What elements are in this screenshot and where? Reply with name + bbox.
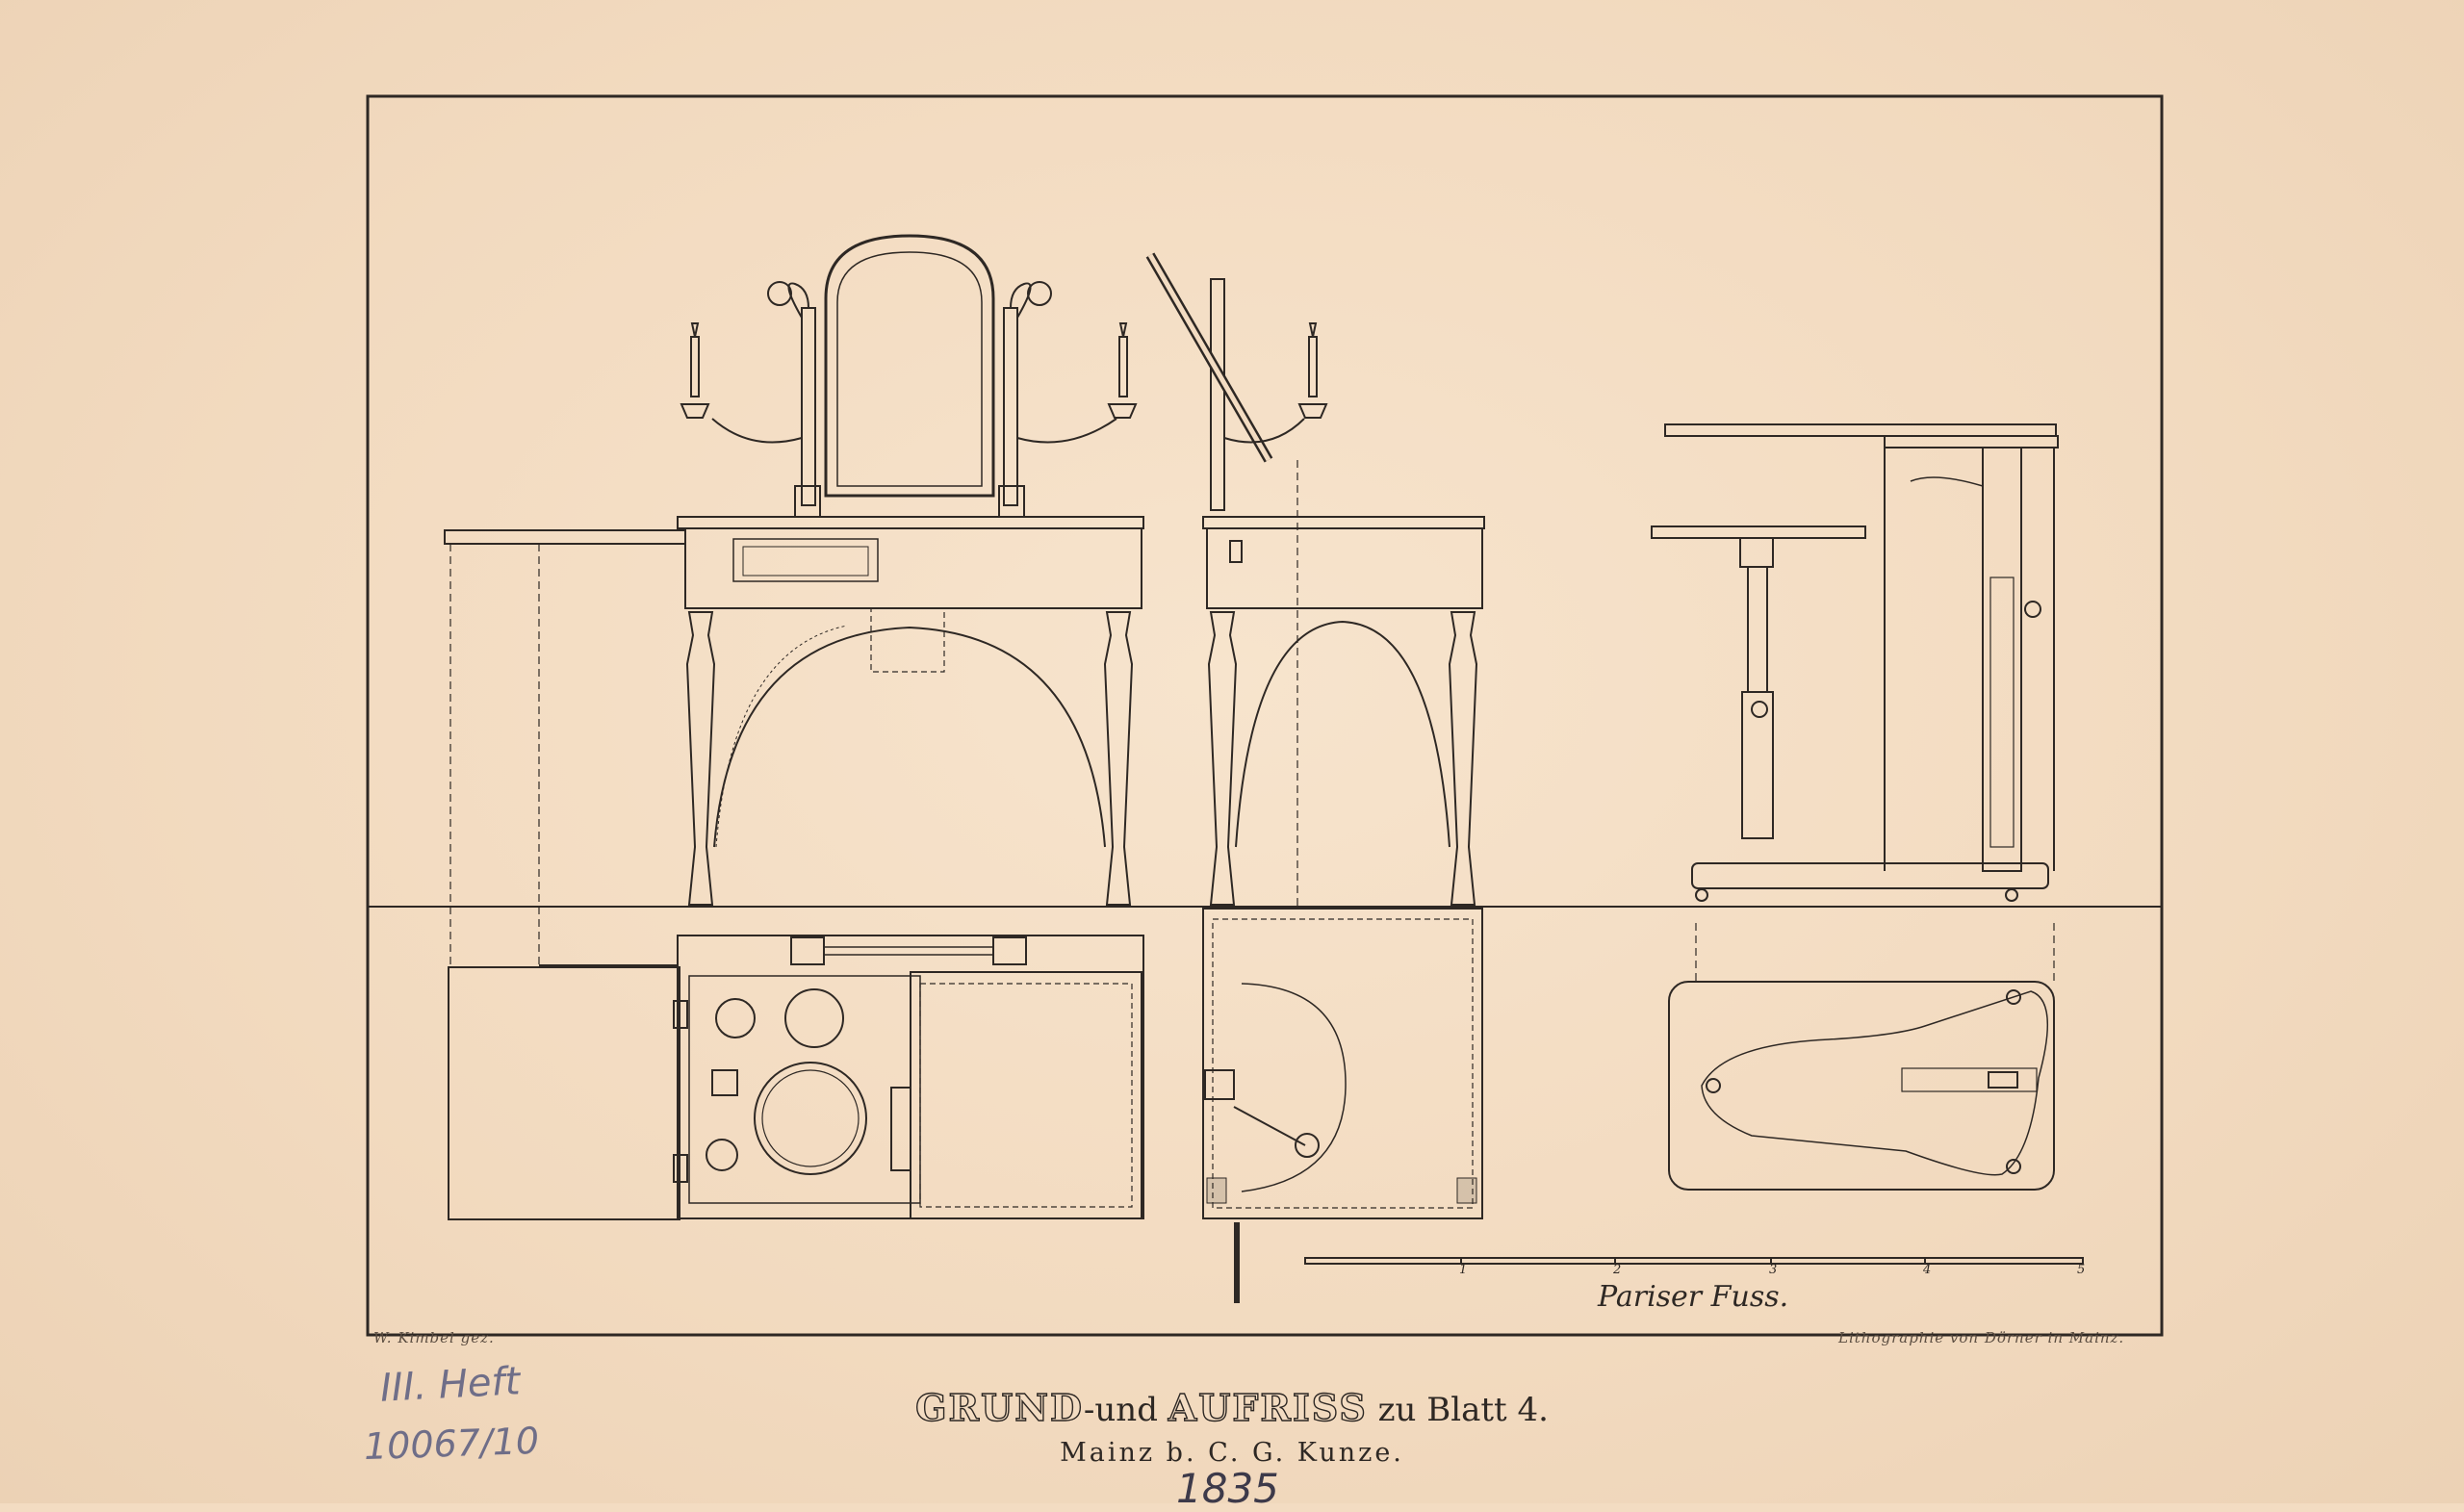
side-plan (1202, 908, 1483, 1303)
handwritten-inventory-number: 10067/10 (363, 1419, 540, 1469)
plate-border (366, 94, 2164, 1337)
scale-tick-5: 5 (2077, 1263, 2086, 1277)
scale-label: Pariser Fuss. (1598, 1280, 1789, 1314)
title-aufriss: AUFRISS (1168, 1385, 1368, 1429)
title-und: -und (1083, 1391, 1168, 1429)
credit-lithographer: Lithographie von Dörner in Mainz. (1838, 1329, 2125, 1346)
front-plan (448, 935, 1144, 1220)
front-elevation (444, 234, 1144, 965)
handwritten-year: 1835 (1176, 1465, 1279, 1512)
plate-title: GRUND-und AUFRISS zu Blatt 4. (0, 1385, 2464, 1429)
scale-tick-2: 2 (1613, 1263, 1622, 1277)
scale-tick-4: 4 (1923, 1263, 1932, 1277)
section-plan (1668, 981, 2055, 1191)
handwritten-heft: III. Heft (378, 1359, 522, 1411)
publisher-line: Mainz b. C. G. Kunze. (1060, 1438, 1404, 1468)
scale-bar (1304, 1257, 2084, 1265)
credit-draughtsman: W. Kimbel gez. (373, 1329, 495, 1346)
scale-tick-3: 3 (1769, 1263, 1778, 1277)
title-blatt: zu Blatt 4. (1367, 1391, 1549, 1429)
title-grund: GRUND (914, 1385, 1084, 1429)
side-elevation (1145, 252, 1485, 907)
section-view (1651, 423, 2059, 982)
scale-tick-1: 1 (1459, 1263, 1468, 1277)
